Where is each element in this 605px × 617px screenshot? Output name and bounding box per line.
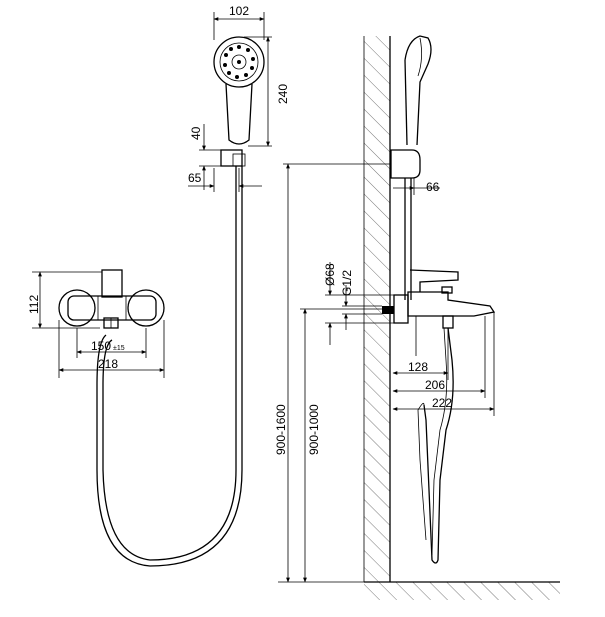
shower-head-face [213, 36, 265, 88]
dim-holder-mount-height: 900-1600 [274, 163, 391, 583]
floor-hatching [364, 582, 560, 600]
hose-front [102, 166, 237, 561]
side-outlet [442, 315, 454, 329]
label-112: 112 [27, 295, 41, 314]
side-body-spout [407, 291, 496, 317]
label-240: 240 [276, 84, 290, 104]
dim-mixer-width: 218 [58, 320, 165, 378]
spray-nozzles [223, 45, 255, 79]
label-206: 206 [425, 378, 445, 392]
front-holder [220, 149, 243, 167]
dim-escutcheon: Ø68 [323, 262, 394, 345]
floor [364, 581, 560, 600]
dim-holder-height: 40 [189, 124, 221, 190]
side-escutcheon [393, 294, 409, 324]
label-900-1000: 900-1000 [307, 404, 321, 455]
thread-connector [382, 306, 394, 314]
dim-center-distance: 150 ±15 [76, 328, 147, 358]
dim-holder-offset: 65 [188, 168, 262, 192]
dim-head-width: 102 [213, 4, 265, 40]
left-escutcheon [58, 289, 96, 327]
label-128: 128 [408, 360, 428, 374]
dim-spout-reach: 128 206 222 [392, 312, 495, 416]
dim-holder-wall-offset: 66 [393, 178, 440, 195]
label-150: 150 [91, 339, 111, 353]
mixer-body [67, 295, 157, 321]
front-shower-head [96, 36, 265, 567]
side-shower-head [404, 35, 432, 146]
label-tolerance: ±15 [113, 345, 125, 352]
dim-mixer-height: 112 [27, 271, 102, 329]
label-40: 40 [189, 126, 203, 140]
dim-mixer-mount-height: 900-1000 [300, 308, 384, 583]
dim-thread: G1/2 [340, 270, 382, 330]
shower-handle [225, 83, 253, 145]
label-102: 102 [229, 4, 249, 18]
label-65: 65 [188, 171, 202, 185]
right-escutcheon [127, 289, 165, 327]
label-222: 222 [432, 396, 452, 410]
dim-head-length: 240 [244, 36, 290, 147]
spray-ring [219, 42, 259, 82]
front-mixer [58, 269, 165, 329]
side-lever [409, 269, 459, 292]
side-shower [390, 35, 432, 300]
label-diameter: Ø68 [323, 263, 337, 286]
label-900-1600: 900-1600 [274, 404, 288, 455]
label-thread: G1/2 [340, 270, 354, 296]
label-218: 218 [98, 357, 118, 371]
mixer-lever [101, 269, 123, 298]
hose-side [423, 327, 454, 564]
side-mixer [382, 269, 496, 564]
label-66: 66 [426, 180, 440, 194]
side-holder [390, 149, 421, 179]
